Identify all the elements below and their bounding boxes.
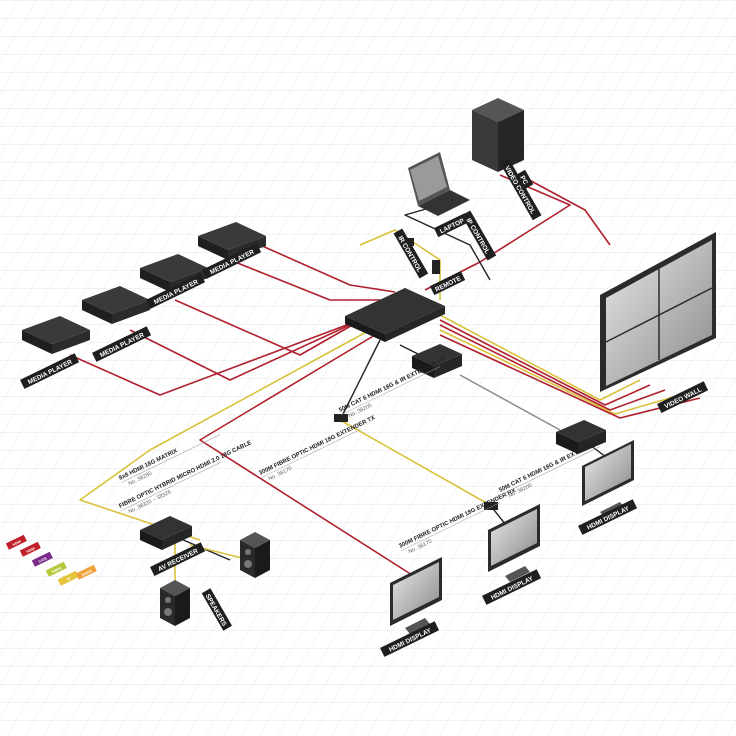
av-receiver xyxy=(140,516,192,550)
media-player-1 xyxy=(22,316,90,354)
legend-item: HDMI xyxy=(19,541,41,557)
hdmi-display-middle xyxy=(488,504,540,582)
media-player-2 xyxy=(82,286,150,324)
legend-label: IR xyxy=(66,576,71,581)
legend-swatch xyxy=(31,551,53,567)
legend-label: HDMI xyxy=(12,539,22,547)
cables xyxy=(69,174,701,585)
tag-label: PC xyxy=(518,175,529,187)
legend-swatch xyxy=(19,541,41,557)
legend-swatch xyxy=(45,561,67,577)
legend-label: HDMI xyxy=(26,546,36,554)
legend-swatch xyxy=(5,534,27,550)
remote-device xyxy=(432,260,440,274)
legend-item: CAT6 xyxy=(31,551,53,567)
legend-label: AUDIO xyxy=(81,569,93,578)
cat-extender-tx xyxy=(412,344,462,378)
cat-extender-rx xyxy=(556,420,606,454)
fibre-extender-rx xyxy=(484,502,498,510)
speaker-left xyxy=(160,580,190,626)
legend-label: CAT6 xyxy=(38,556,48,564)
legend-item: IR xyxy=(57,570,79,586)
legend-swatch xyxy=(75,564,97,580)
legend-item: AUDIO xyxy=(75,564,97,580)
pc-tower xyxy=(472,98,524,172)
fibre-extender-tx xyxy=(334,414,348,422)
legend-label: FIBRE xyxy=(51,566,63,574)
hdmi-display-left xyxy=(390,557,442,634)
speaker-right xyxy=(240,532,270,578)
legend-item: FIBRE xyxy=(45,561,67,577)
legend-swatch xyxy=(57,570,79,586)
hdmi-matrix xyxy=(345,288,445,342)
tag-pc: PC xyxy=(516,169,534,190)
legend-item: HDMI xyxy=(5,534,27,550)
video-wall xyxy=(600,232,716,392)
laptop xyxy=(408,152,470,216)
